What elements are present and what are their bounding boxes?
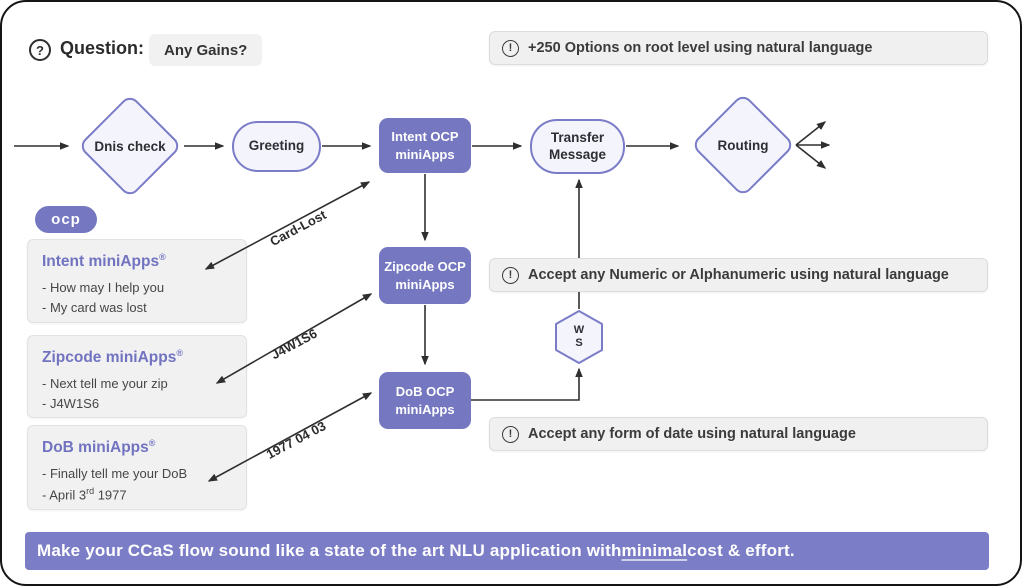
node-greeting-label: Greeting [248,138,305,154]
callout-root-options: ! +250 Options on root level using natur… [489,31,988,65]
node-intent-line1: Intent OCP [391,128,459,144]
edge-routing-out-1 [795,121,827,146]
card-dob-miniapps: DoB miniApps® - Finally tell me your DoB… [27,425,247,510]
card-line-text: 1977 [94,487,127,503]
node-zipcode-line2: miniApps [395,276,455,292]
ws-line1: W [573,323,585,336]
card-line: - April 3rd 1977 [42,486,232,502]
info-icon: ! [502,39,519,57]
card-line-text: - April 3 [42,487,87,503]
card-intent-miniapps: Intent miniApps® - How may I help you - … [27,239,247,323]
node-dnis-check: Dnis check [94,138,166,154]
edge-routing-out-3 [795,144,827,169]
callout-text: +250 Options on root level using natural… [528,40,873,56]
banner-underlined-word: minimal [621,541,688,560]
banner-text: Make your CCaS flow sound like a state o… [37,541,622,560]
node-routing: Routing [717,137,769,153]
question-badge: Any Gains? [149,34,263,66]
callout-numeric: ! Accept any Numeric or Alphanumeric usi… [489,258,988,292]
card-title-text: Intent miniApps [42,253,160,271]
node-transfer-line1: Transfer [550,129,605,145]
ws-line2: S [575,337,583,349]
node-intent-ocp-miniapps: Intent OCP miniApps [379,118,471,173]
card-line: - My card was lost [42,300,147,316]
card-title: DoB miniApps® [42,438,232,457]
edge-label-1977-04-03: 1977 04 03 [263,418,329,462]
node-transfer-message: Transfer Message [530,119,625,174]
node-zipcode-line1: Zipcode OCP [384,258,466,274]
node-greeting: Greeting [232,121,321,172]
banner-text: cost & effort. [687,541,795,560]
card-line: - J4W1S6 [42,396,100,412]
ocp-logo: ocp [35,206,97,233]
card-title-text: DoB miniApps [42,439,149,457]
edge-dob-ws [471,367,583,401]
question-mark-icon: ? [29,39,51,61]
edge-label-j4w1s6: J4W1S6 [268,325,320,363]
node-zipcode-ocp-miniapps: Zipcode OCP miniApps [379,247,471,304]
callout-text: Accept any form of date using natural la… [528,426,856,442]
node-transfer-line2: Message [548,146,607,162]
card-line: - Next tell me your zip [42,376,168,392]
node-intent-line2: miniApps [395,146,455,162]
card-title: Zipcode miniApps® [42,348,232,367]
edge-label-card-lost: Card-Lost [267,206,329,250]
card-title: Intent miniApps® [42,252,232,271]
bottom-banner: Make your CCaS flow sound like a state o… [25,532,989,570]
callout-text: Accept any Numeric or Alphanumeric using… [528,267,949,283]
registered-mark: ® [159,252,166,262]
card-zipcode-miniapps: Zipcode miniApps® - Next tell me your zi… [27,335,247,418]
question-label: Question: [60,38,144,58]
node-dob-line1: DoB OCP [395,383,455,399]
card-line: - How may I help you [42,280,165,296]
node-ws-hexagon-label: W S [559,315,599,359]
node-dob-line2: miniApps [395,401,455,417]
registered-mark: ® [148,438,156,448]
registered-mark: ® [176,348,183,358]
card-line: - Finally tell me your DoB [42,466,188,482]
info-icon: ! [502,425,519,443]
callout-date: ! Accept any form of date using natural … [489,417,988,451]
info-icon: ! [502,266,519,284]
ordinal-suffix: rd [86,486,95,497]
node-dob-ocp-miniapps: DoB OCP miniApps [379,372,471,429]
card-title-text: Zipcode miniApps [42,349,177,367]
